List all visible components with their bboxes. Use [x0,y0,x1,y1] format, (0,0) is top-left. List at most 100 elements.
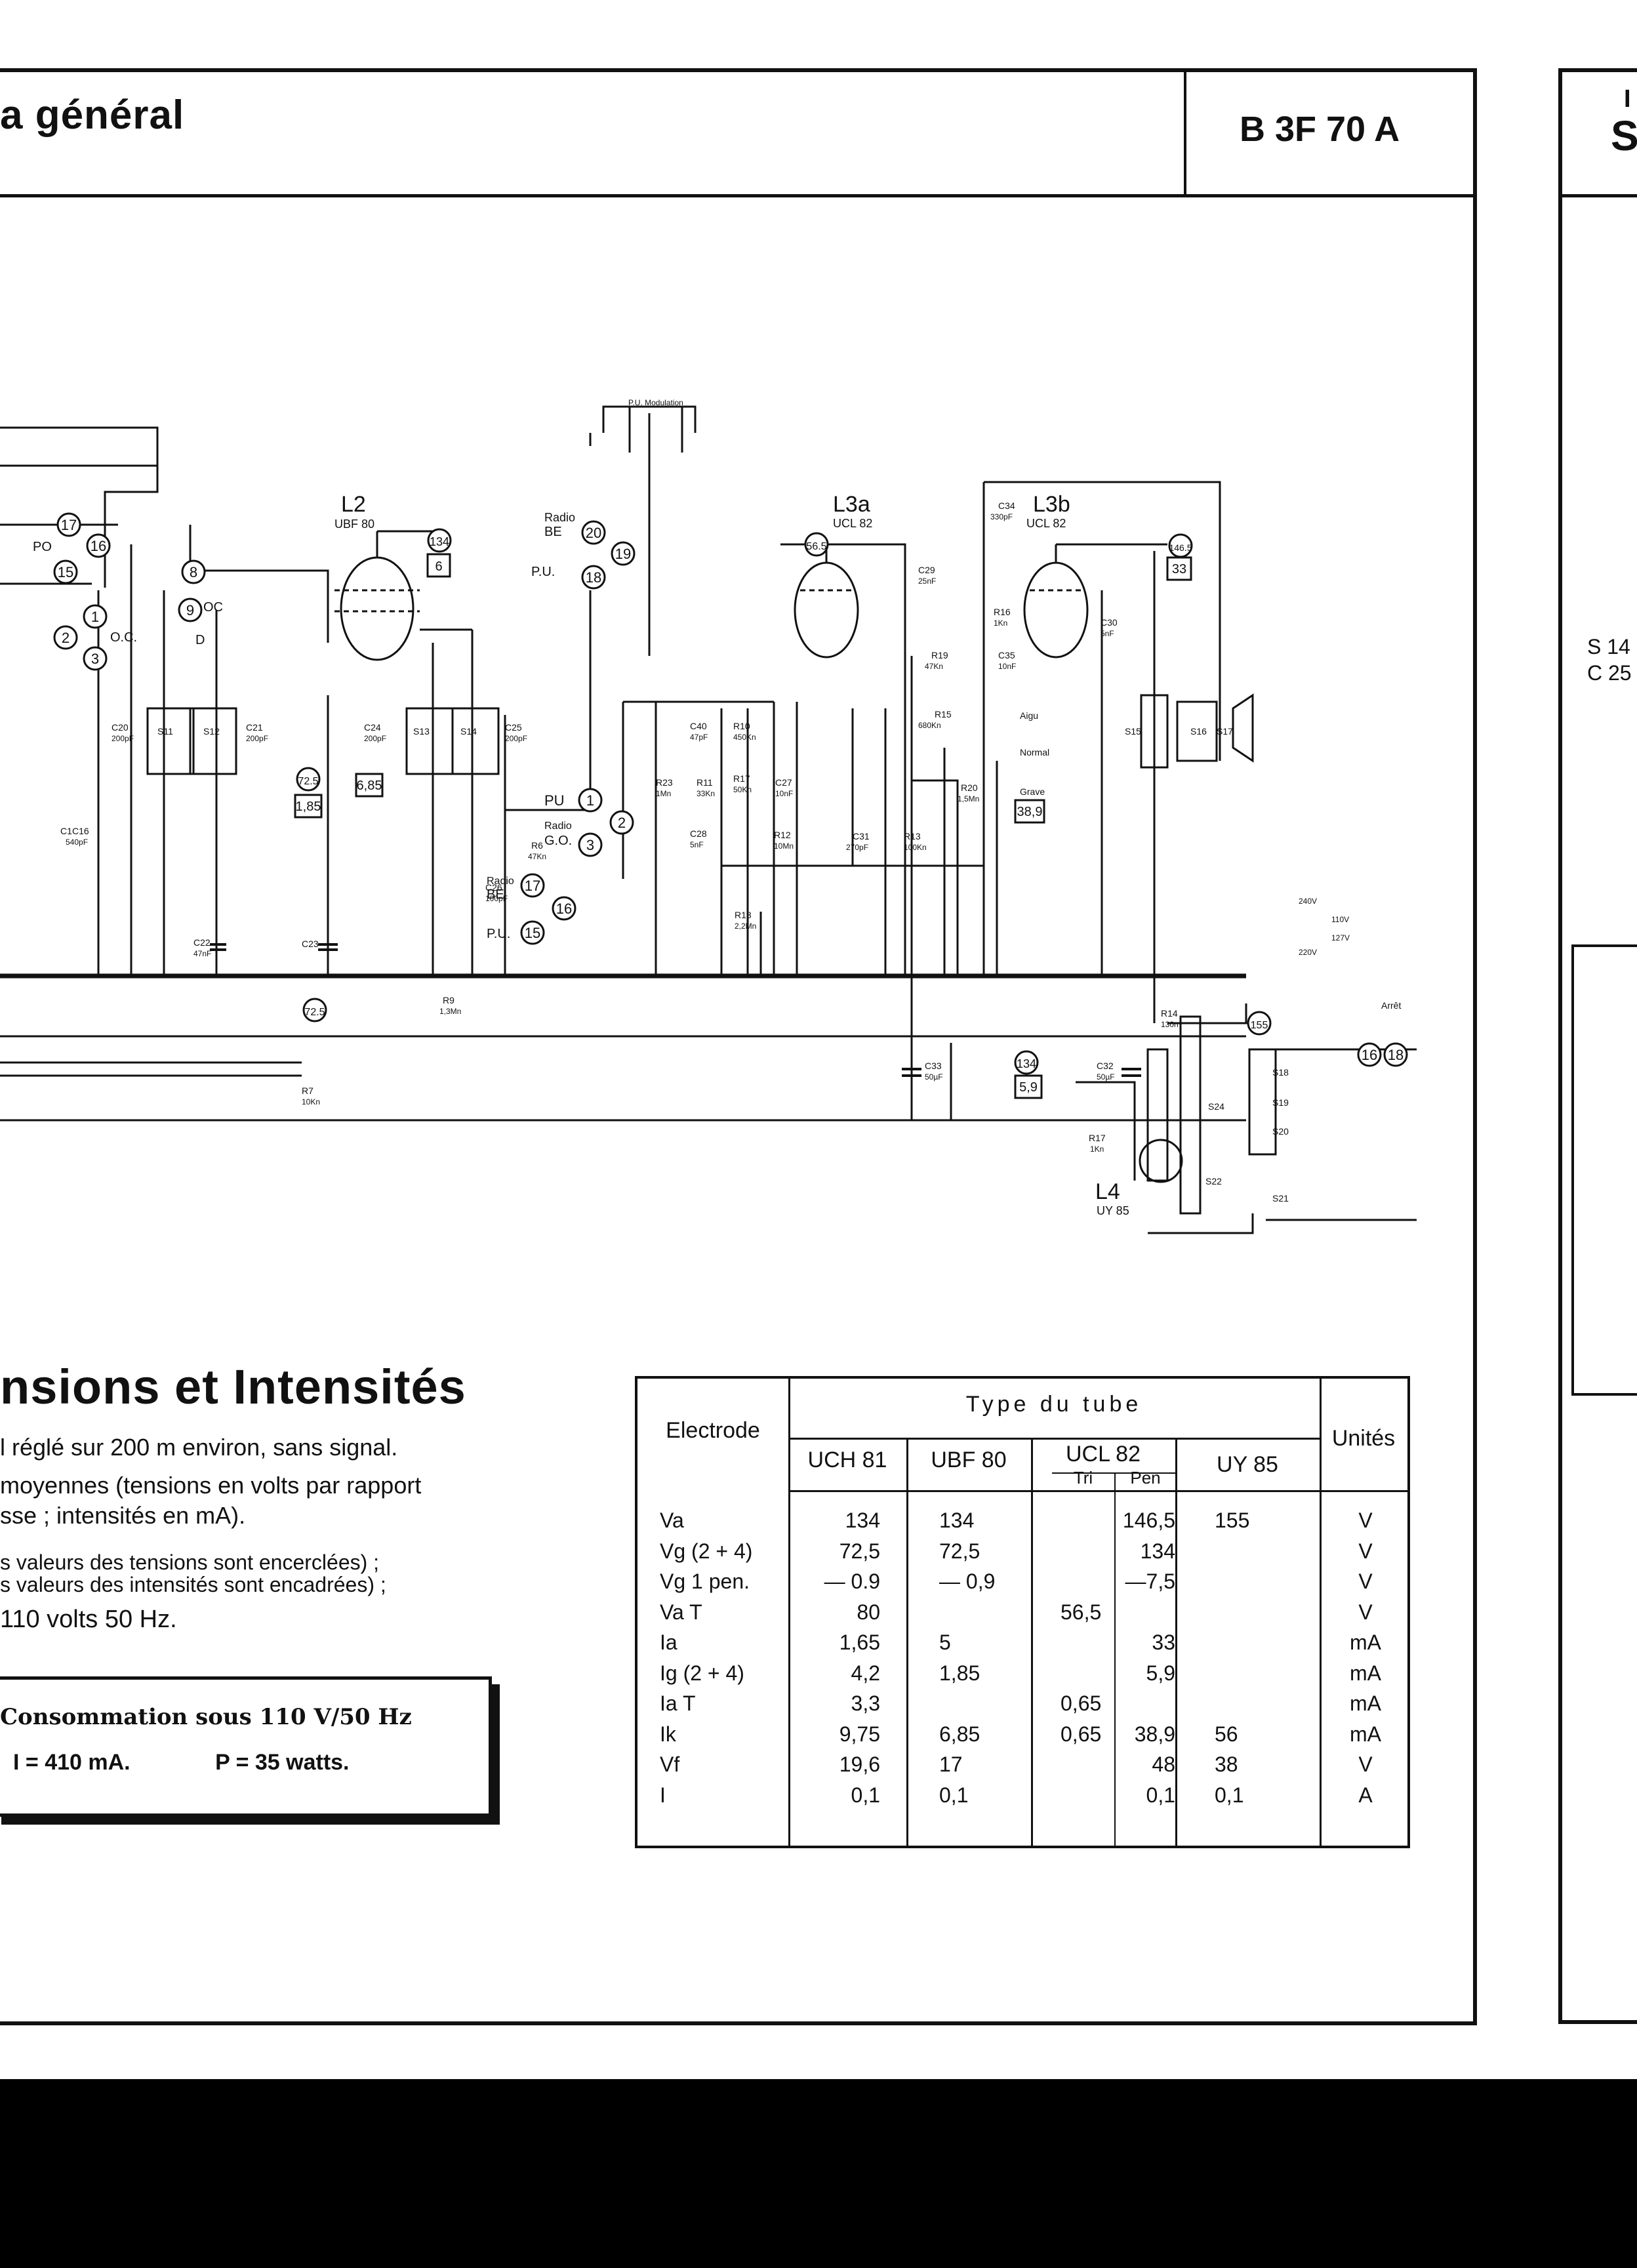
row-value: 4,2 [851,1661,880,1685]
measurement-note: moyennes (tensions en volts par rapport [0,1472,422,1499]
svg-text:Aigu: Aigu [1020,710,1038,721]
svg-text:16: 16 [91,538,106,554]
row-unit: A [1358,1783,1373,1807]
svg-text:C27: C27 [775,777,792,788]
measurement-note: s valeurs des intensités sont encadrées)… [0,1573,386,1596]
svg-text:1Kn: 1Kn [1090,1144,1104,1154]
svg-text:S11: S11 [157,726,173,737]
row-value: 155 [1215,1509,1250,1532]
svg-text:10Mn: 10Mn [774,841,794,851]
row-value: 17 [939,1752,963,1776]
adjacent-note: S 14 [1587,635,1630,658]
svg-text:S20: S20 [1272,1126,1289,1137]
consumption-values: I = 410 mA. P = 35 watts. [0,1750,350,1775]
row-value: 6,85 [939,1722,980,1746]
row-value: 1,65 [839,1630,880,1654]
svg-text:134: 134 [430,535,449,548]
svg-text:Radio: Radio [544,820,572,832]
row-unit: mA [1350,1630,1381,1654]
svg-text:R20: R20 [961,782,978,793]
svg-text:540pF: 540pF [66,838,88,847]
svg-text:50µF: 50µF [925,1072,943,1082]
svg-text:Radio: Radio [544,511,575,524]
adjacent-title-fragment: I [1624,85,1631,113]
row-value: 134 [939,1509,975,1532]
svg-text:9: 9 [186,602,194,618]
svg-text:C22: C22 [193,937,211,948]
svg-text:C25: C25 [505,722,522,733]
svg-text:O.C.: O.C. [110,630,137,645]
svg-text:47Kn: 47Kn [925,662,943,671]
row-value: 80 [857,1600,880,1624]
row-value: —7,5 [1125,1569,1175,1593]
adjacent-page-frame [1558,68,1637,2024]
svg-text:5nF: 5nF [690,840,704,849]
svg-text:S17: S17 [1217,726,1233,737]
row-value: 146,5 [1122,1509,1175,1532]
svg-text:C26: C26 [485,882,502,893]
svg-text:L3a: L3a [833,492,870,517]
svg-text:200pF: 200pF [364,734,386,743]
row-electrode: Ik [660,1722,676,1746]
svg-text:R11: R11 [697,777,713,788]
svg-text:Arrêt: Arrêt [1381,1000,1401,1011]
svg-text:S16: S16 [1190,726,1207,737]
svg-text:6,85: 6,85 [357,779,382,793]
row-unit: V [1358,1509,1373,1532]
svg-text:2,2Mn: 2,2Mn [735,921,756,931]
svg-text:R14: R14 [1161,1008,1178,1019]
svg-text:UCL 82: UCL 82 [833,517,872,530]
svg-text:C21: C21 [246,722,263,733]
svg-text:R17: R17 [1089,1133,1106,1143]
page-frame [0,68,1477,2025]
row-value: 3,3 [851,1691,880,1715]
svg-text:UBF 80: UBF 80 [334,517,374,531]
svg-text:72.5: 72.5 [304,1007,325,1018]
svg-text:L2: L2 [341,492,366,517]
svg-text:S12: S12 [203,726,220,737]
svg-text:1,85: 1,85 [296,800,321,814]
row-value: 134 [845,1509,880,1532]
svg-text:3: 3 [91,651,99,667]
svg-text:R6: R6 [531,840,543,851]
svg-text:25nF: 25nF [918,577,936,586]
svg-text:110V: 110V [1331,915,1349,924]
svg-text:1Mn: 1Mn [656,789,671,798]
svg-text:10nF: 10nF [775,789,793,798]
row-value: 56,5 [1061,1600,1102,1624]
row-unit: V [1358,1569,1373,1593]
svg-text:P.U.: P.U. [531,565,555,579]
svg-text:R18: R18 [735,910,752,920]
row-value: 72,5 [939,1539,980,1563]
row-value: 134 [1140,1539,1175,1563]
row-electrode: Va [660,1509,684,1532]
svg-text:R12: R12 [774,830,791,840]
svg-text:OC: OC [203,600,223,615]
svg-text:1,3Mn: 1,3Mn [439,1007,461,1016]
measurement-note: sse ; intensités en mA). [0,1502,246,1529]
row-unit: mA [1350,1691,1381,1715]
svg-text:Radio: Radio [487,876,514,887]
row-value: 9,75 [839,1722,880,1746]
tube-voltage-table: Electrode Type du tube Unités UCH 81 UBF… [635,1376,1410,1848]
svg-text:C34: C34 [998,500,1015,511]
svg-text:C23: C23 [302,939,319,949]
svg-text:R17: R17 [733,773,750,784]
svg-text:56.5: 56.5 [806,541,826,552]
svg-text:33Kn: 33Kn [697,789,715,798]
electrode-header: Electrode [666,1418,760,1443]
svg-text:1: 1 [586,792,594,809]
svg-text:C24: C24 [364,722,381,733]
svg-text:C35: C35 [998,650,1015,660]
circuit-schematic: 17 16 15 8 9 1 2 3 20 19 18 1 2 3 17 16 … [0,398,1417,1234]
svg-text:P.U.: P.U. [487,927,510,941]
svg-text:G.O.: G.O. [544,834,572,848]
row-value: — 0.9 [824,1569,880,1593]
svg-text:Normal: Normal [1020,747,1049,758]
svg-text:47nF: 47nF [193,949,211,958]
svg-text:15: 15 [525,925,540,941]
svg-text:L3b: L3b [1033,492,1070,517]
svg-text:16: 16 [556,901,572,917]
svg-text:C20: C20 [111,722,129,733]
row-electrode: Ig (2 + 4) [660,1661,744,1685]
